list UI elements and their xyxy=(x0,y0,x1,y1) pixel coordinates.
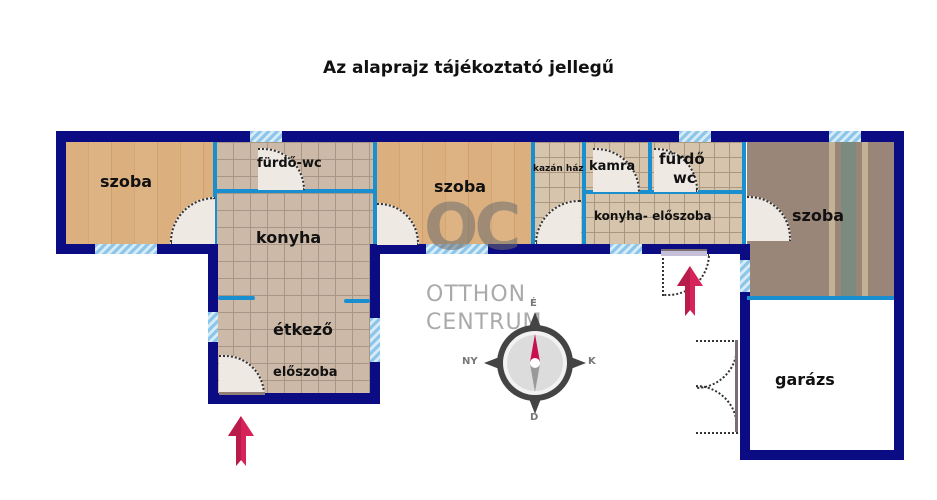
inner-wall xyxy=(747,296,894,300)
compass-rose-icon xyxy=(484,312,586,414)
room-label-szoba: szoba xyxy=(792,206,845,225)
inner-wall-stub xyxy=(218,296,255,300)
room-label-eloszoba: előszoba xyxy=(273,365,338,380)
wall-kitchen-bottom xyxy=(208,393,380,404)
room-label-garazs: garázs xyxy=(775,370,835,389)
room-label-szoba: szoba xyxy=(434,177,487,196)
room-label-szoba: szoba xyxy=(100,172,153,191)
room-label-kamra: kamra xyxy=(589,159,636,174)
compass-east: K xyxy=(588,356,596,367)
window xyxy=(426,244,488,254)
wall-garage-bottom xyxy=(740,450,904,460)
watermark-logo: OC xyxy=(424,191,521,265)
compass-south: D xyxy=(530,412,539,423)
inner-wall xyxy=(213,142,217,244)
room-label-etkezo: étkező xyxy=(273,320,333,339)
window xyxy=(610,244,642,254)
window xyxy=(208,312,218,342)
watermark-line1: OTTHON xyxy=(426,282,527,307)
garage-gate-leaf xyxy=(696,340,738,389)
window xyxy=(370,318,380,362)
entrance-arrow-icon xyxy=(228,416,254,466)
window xyxy=(95,244,157,254)
garage-gate-frame xyxy=(735,340,738,432)
window xyxy=(679,131,711,142)
window xyxy=(829,131,861,142)
room-label-kazan-haz: kazán ház xyxy=(533,164,584,174)
outer-wall-right xyxy=(894,131,904,460)
room-label-konyha-eloszoba: konyha- előszoba xyxy=(594,209,712,223)
inner-wall xyxy=(648,142,652,192)
room-label-wc: wc xyxy=(673,169,696,187)
room-label-furdo: fürdő xyxy=(659,150,705,168)
inner-wall xyxy=(216,189,374,193)
inner-wall xyxy=(584,190,742,194)
wall-garage-left xyxy=(740,244,750,460)
inner-wall xyxy=(373,142,377,244)
page-title: Az alaprajz tájékoztató jellegű xyxy=(323,58,614,78)
outer-wall-bottom-mid xyxy=(370,244,750,254)
compass-west: NY xyxy=(462,356,478,367)
window xyxy=(250,131,282,142)
inner-wall-stub xyxy=(344,299,370,303)
outer-wall-top xyxy=(56,131,904,142)
entrance-arrow-icon xyxy=(677,266,703,316)
outer-wall-left xyxy=(56,131,66,254)
inner-wall xyxy=(742,142,746,244)
garage-gate-leaf xyxy=(696,385,738,434)
entrance-threshold xyxy=(219,392,265,395)
room-label-konyha: konyha xyxy=(256,228,322,247)
compass-north: É xyxy=(530,298,537,309)
kitchen-threshold xyxy=(661,249,707,256)
window xyxy=(740,260,750,292)
room-label-furdo-wc: fürdő-wc xyxy=(257,156,322,171)
inner-wall xyxy=(531,142,535,244)
